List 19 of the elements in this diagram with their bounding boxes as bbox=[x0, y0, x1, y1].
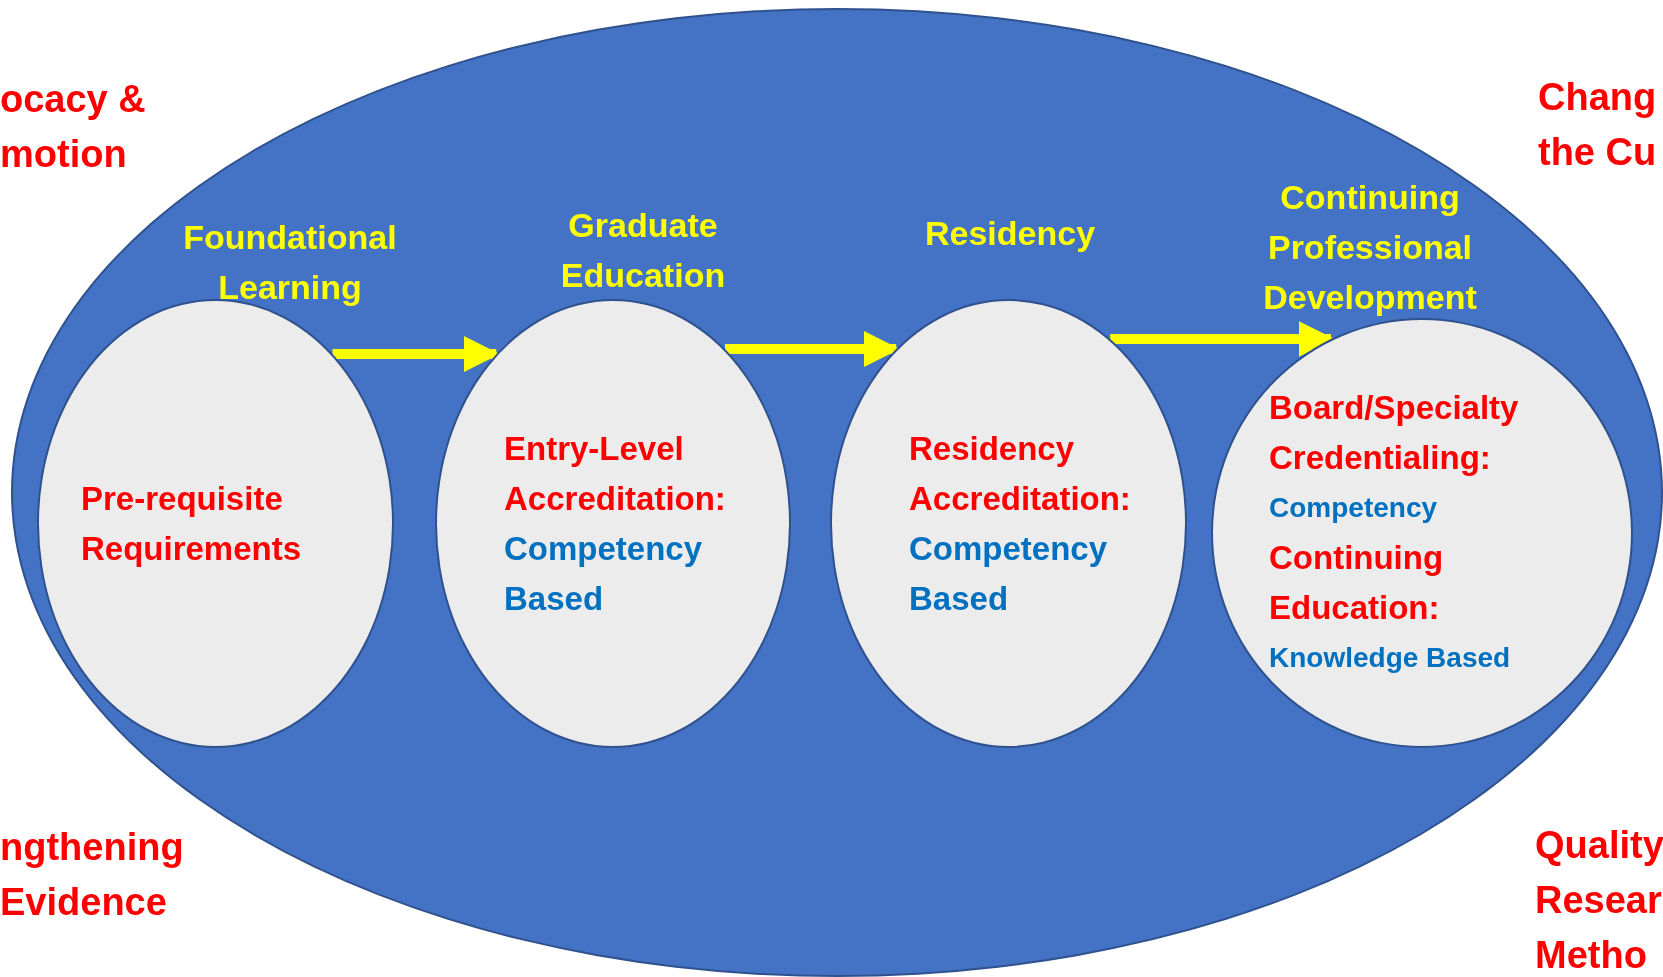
stage-heading: Continuing Professional Development bbox=[1262, 177, 1478, 318]
corner-label: ocacy & motion bbox=[0, 77, 147, 177]
arrow bbox=[725, 331, 900, 367]
stage-text: Residency Accreditation: bbox=[909, 428, 1132, 519]
stage-text: Pre-requisite Requirements bbox=[81, 478, 303, 569]
stage-text: Competency Based bbox=[504, 528, 704, 619]
stage-heading: Foundational Learning bbox=[182, 217, 398, 308]
stage-text: Continuing Education: bbox=[1269, 538, 1445, 628]
stage-text: Competency Based bbox=[909, 528, 1109, 619]
stage-heading: Graduate Education bbox=[559, 205, 727, 296]
stage-text: Competency bbox=[1269, 491, 1438, 525]
corner-label: Chang the Cu bbox=[1538, 75, 1658, 175]
stage-text: Knowledge Based bbox=[1269, 641, 1511, 675]
stage-heading: Residency bbox=[923, 213, 1097, 254]
corner-label: ngthening Evidence bbox=[0, 825, 185, 925]
arrow bbox=[1110, 321, 1335, 357]
arrow bbox=[332, 336, 500, 372]
stage-text: Board/Specialty Credentialing: bbox=[1269, 388, 1520, 478]
stage-text: Entry-Level Accreditation: bbox=[504, 428, 727, 519]
